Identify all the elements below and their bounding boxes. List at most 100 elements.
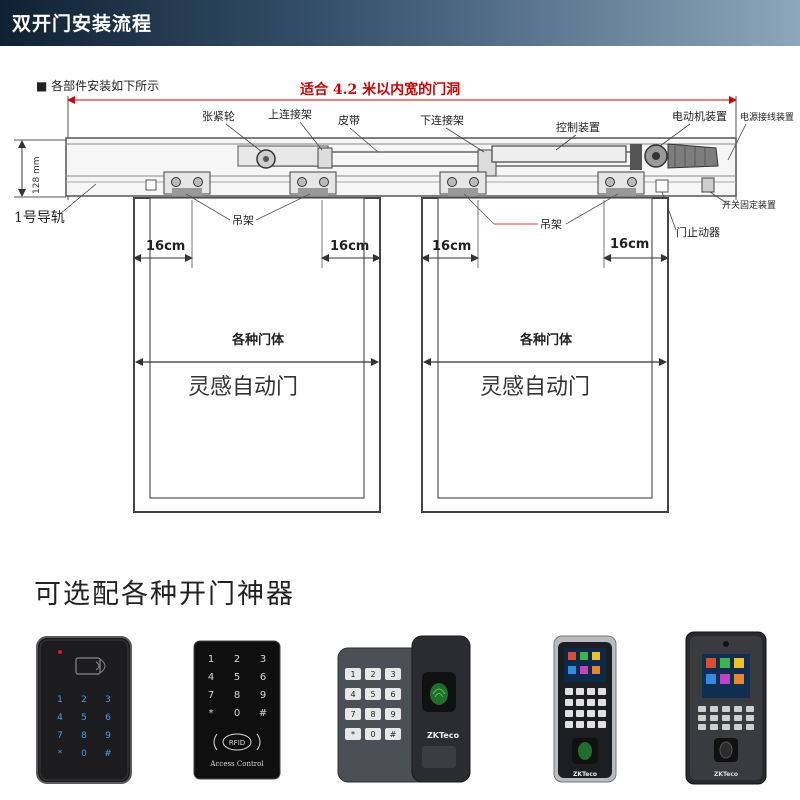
face-key-0	[698, 706, 706, 712]
device-3-brand: ZKTeco	[427, 731, 460, 740]
offset-label-4: 16cm	[610, 237, 649, 252]
label-lower-bracket: 下连接架	[420, 114, 464, 127]
access-key-11: #	[259, 708, 267, 719]
touch-key-0: 1	[57, 695, 63, 705]
touch-key-3: 4	[57, 713, 63, 723]
installation-diagram: ■ 各部件安装如下所示 适合 4.2 米以内宽的门洞 128 mm	[14, 78, 794, 513]
touch-key-10: 0	[81, 749, 87, 759]
fp-key-label-8: 9	[390, 710, 395, 719]
label-motor: 电动机装置	[672, 109, 727, 123]
offset-label-2: 16cm	[330, 239, 369, 254]
touch-key-4: 5	[81, 713, 87, 723]
fp-key-10	[365, 728, 381, 740]
terminal-key-11	[598, 710, 606, 717]
intro-text: ■ 各部件安装如下所示	[36, 78, 159, 93]
device-4-brand: ZKTeco	[573, 771, 597, 778]
touch-key-8: 9	[105, 731, 111, 741]
face-key-10	[698, 724, 706, 730]
face-key-1	[710, 706, 718, 712]
touch-key-7: 8	[81, 731, 87, 741]
door-stop	[655, 179, 669, 193]
access-key-6: 7	[208, 690, 214, 701]
face-key-12	[722, 724, 730, 730]
fp-key-label-2: 3	[390, 670, 395, 679]
fp-key-9	[345, 728, 361, 740]
label-door-stop: 门止动器	[676, 225, 720, 239]
terminal-key-3	[598, 688, 606, 695]
terminal-key-9	[576, 710, 584, 717]
touch-key-6: 7	[57, 731, 63, 741]
face-key-3	[734, 706, 742, 712]
control-unit	[491, 145, 627, 163]
label-switch-mount: 开关固定装置	[722, 199, 776, 211]
access-key-8: 9	[260, 690, 266, 701]
touch-key-2: 3	[105, 695, 111, 705]
brand-text-left: 灵感自动门	[188, 375, 298, 400]
label-belt: 皮带	[338, 114, 360, 127]
label-controller: 控制装置	[556, 120, 600, 134]
face-key-11	[710, 724, 718, 730]
face-key-6	[710, 715, 718, 721]
terminal-key-12	[565, 721, 573, 728]
fp-key-label-5: 6	[390, 690, 395, 699]
face-key-13	[734, 724, 742, 730]
rfid-label: RFID	[229, 739, 245, 747]
offset-label-1: 16cm	[146, 239, 185, 254]
terminal-key-6	[587, 699, 595, 706]
page-title: 双开门安装流程	[12, 13, 153, 35]
fp-key-3	[345, 688, 361, 700]
label-tension-wheel: 张紧轮	[202, 109, 235, 123]
access-control-caption: Access Control	[209, 760, 264, 768]
access-key-5: 6	[260, 672, 266, 683]
rail-height-label: 128 mm	[32, 156, 42, 194]
fp-key-8	[385, 708, 401, 720]
label-upper-bracket: 上连接架	[268, 108, 312, 121]
fp-key-label-3: 4	[350, 690, 355, 699]
fp-key-label-1: 2	[370, 670, 375, 679]
rfid-logo-icon	[213, 733, 261, 751]
fp-key-5	[385, 688, 401, 700]
terminal-key-10	[587, 710, 595, 717]
device-face-terminal: ZKTeco	[685, 631, 767, 785]
rfid-card-icon	[75, 657, 106, 675]
fp-key-label-4: 5	[370, 690, 375, 699]
offset-label-3: 16cm	[432, 239, 471, 254]
hanger-3	[439, 171, 487, 196]
terminal-keypad	[565, 688, 606, 728]
terminal-key-2	[587, 688, 595, 695]
touch-key-11: #	[104, 749, 112, 759]
terminal-key-4	[565, 699, 573, 706]
terminal-key-13	[576, 721, 584, 728]
label-power-wiring: 电源接线装置	[740, 111, 794, 123]
face-key-4	[746, 706, 754, 712]
terminal-key-5	[576, 699, 584, 706]
face-key-7	[722, 715, 730, 721]
access-key-3: 4	[208, 672, 214, 683]
terminal-key-15	[598, 721, 606, 728]
access-key-0: 1	[208, 654, 214, 665]
terminal-key-0	[565, 688, 573, 695]
device-fingerprint-terminal: ZKTeco	[553, 635, 617, 783]
accessories-title: 可选配各种开门神器	[34, 579, 295, 610]
label-rail: 1号导轨	[14, 210, 65, 226]
fp-key-2	[385, 668, 401, 680]
span-note: 适合 4.2 米以内宽的门洞	[300, 81, 460, 98]
upper-bracket	[317, 147, 333, 169]
right-door-panel	[437, 197, 653, 499]
device-5-brand: ZKTeco	[714, 771, 738, 778]
terminal-key-7	[598, 699, 606, 706]
header-bar: 双开门安装流程	[0, 0, 800, 46]
fp-key-label-11: #	[390, 730, 397, 739]
touch-key-5: 6	[105, 713, 111, 723]
touch-key-1: 2	[81, 695, 87, 705]
label-hanger-right: 吊架	[540, 218, 562, 231]
label-hanger-left: 吊架	[232, 214, 254, 227]
door-body-label-right: 各种门体	[519, 332, 573, 348]
hanger-4	[597, 171, 645, 196]
fp-key-11	[385, 728, 401, 740]
